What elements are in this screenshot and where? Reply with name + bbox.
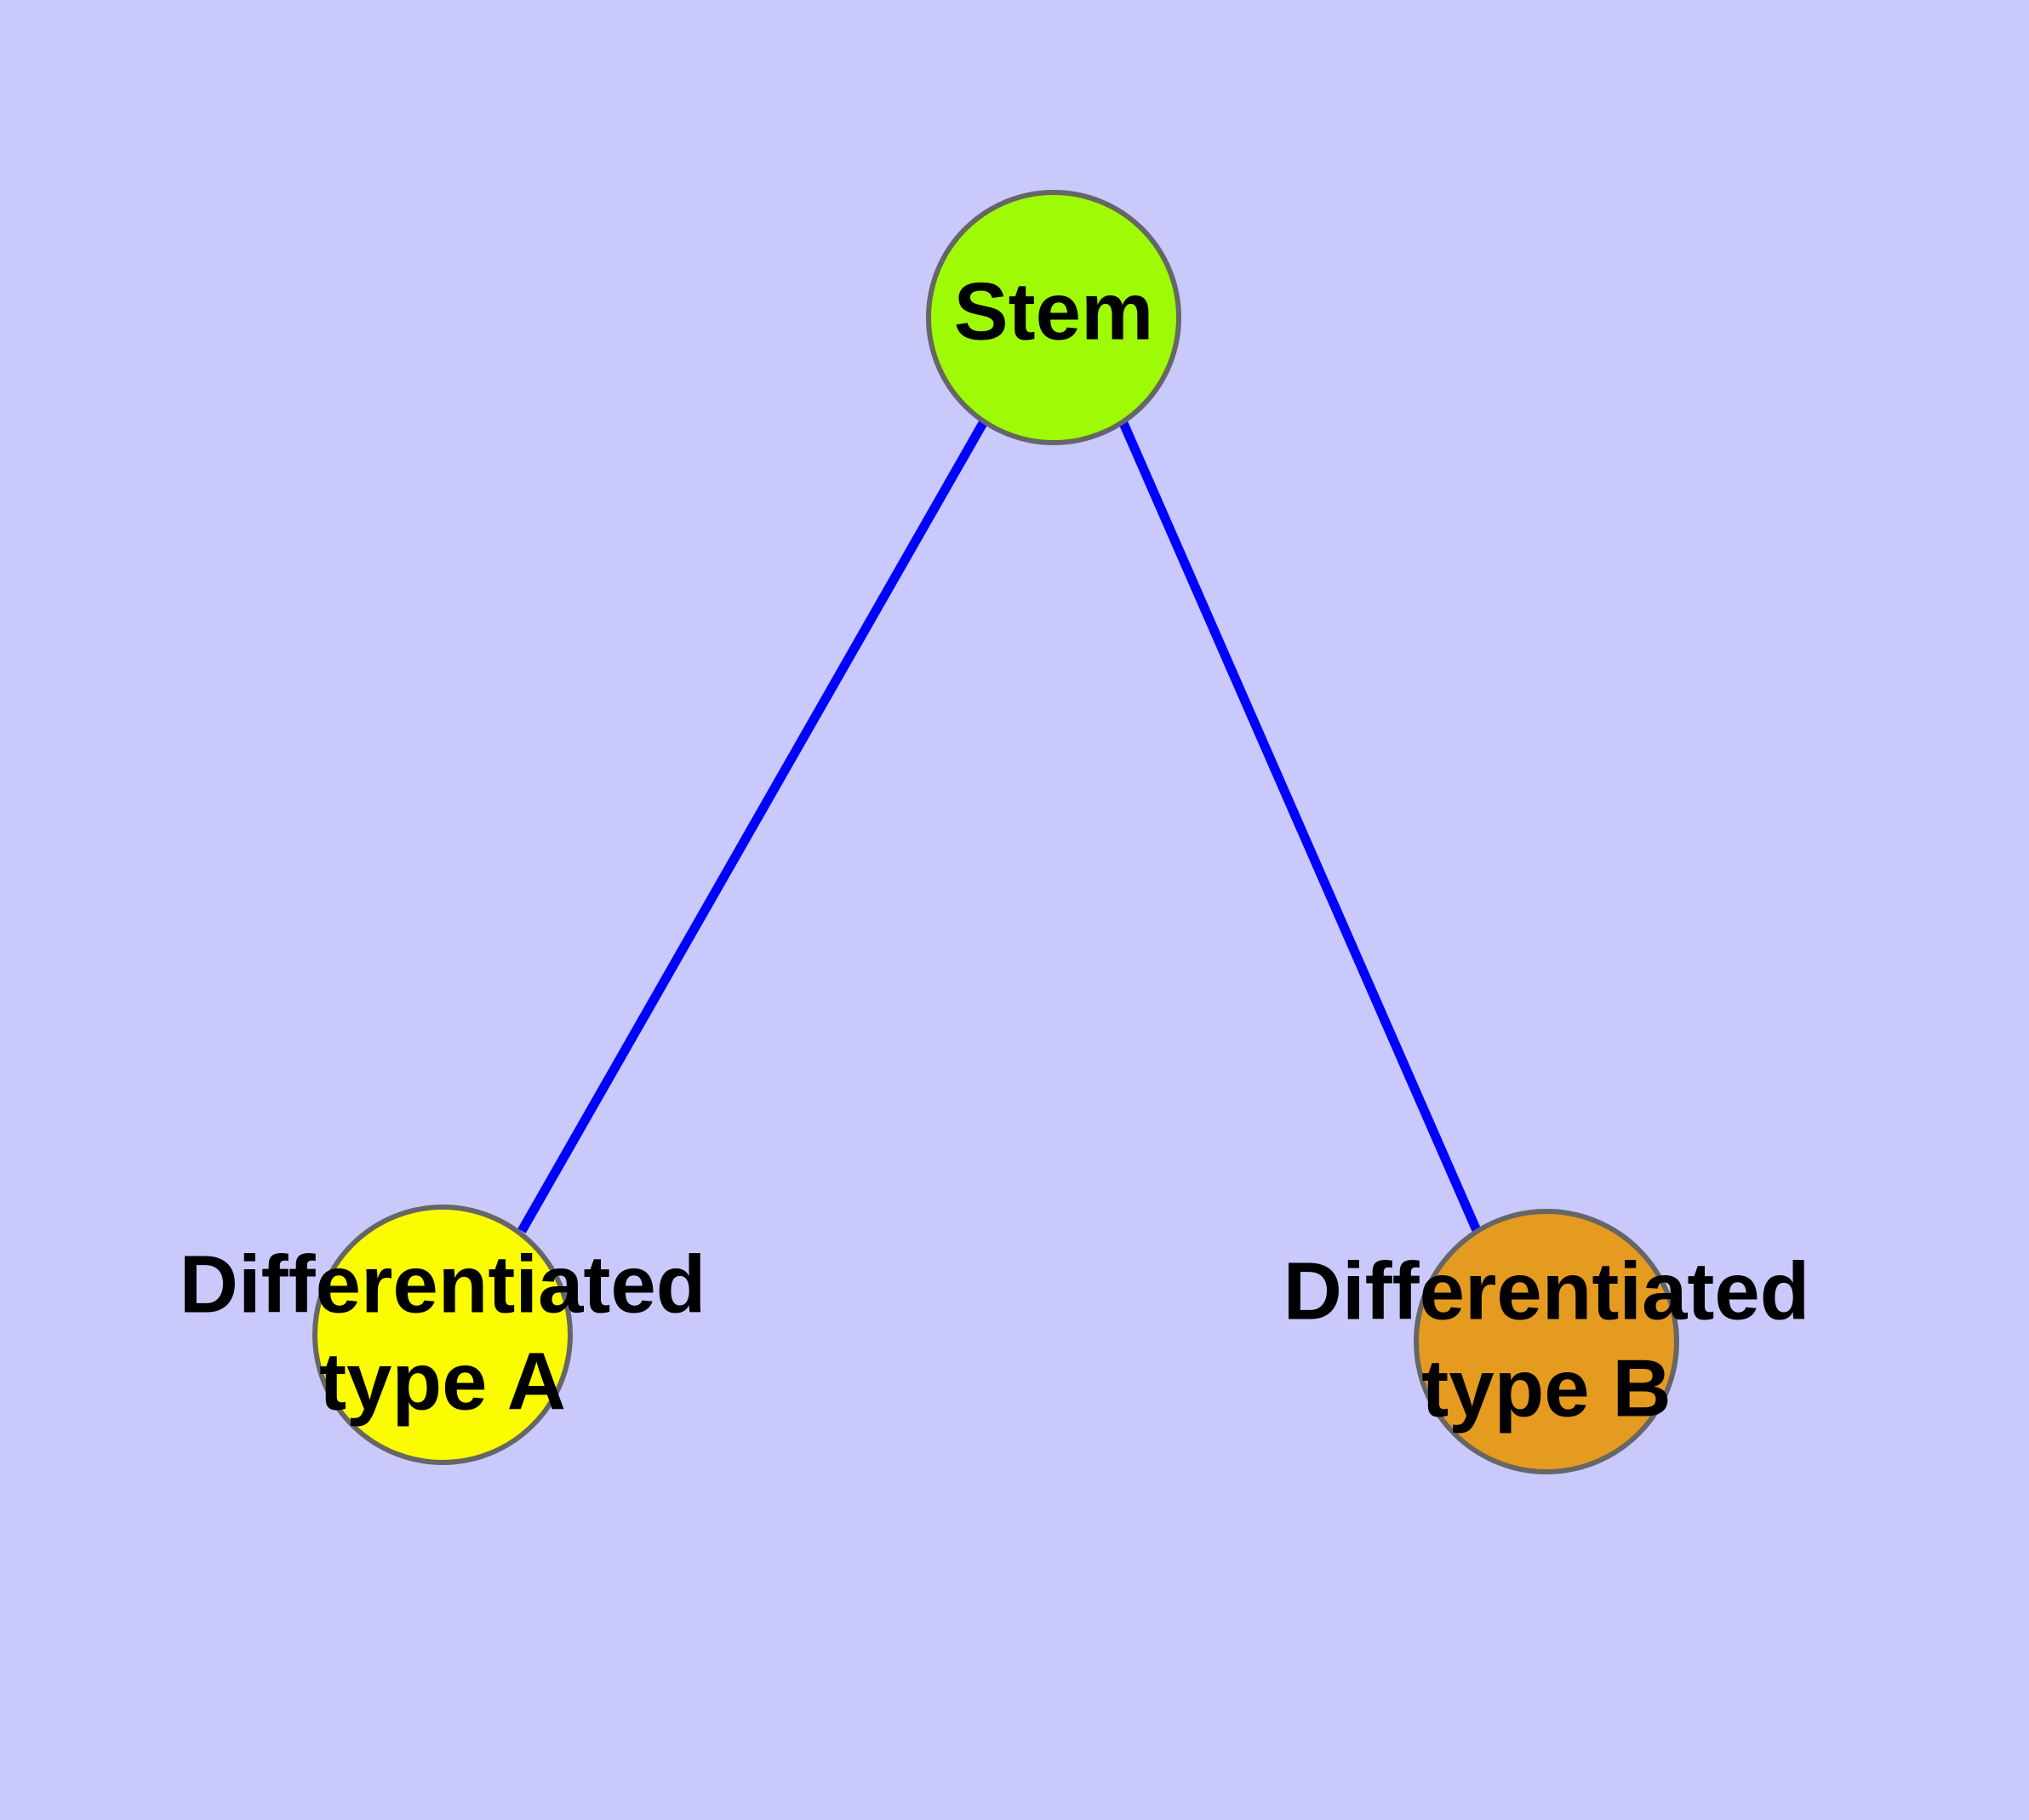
node-stem-label-line1: Stem: [954, 266, 1154, 357]
node-differentiated-type-b[interactable]: [1414, 1209, 1679, 1474]
edge-layer: [517, 421, 1483, 1237]
node-differentiated-type-b-label-line2: type B: [1421, 1342, 1671, 1434]
node-differentiated-type-a-circle[interactable]: [312, 1205, 573, 1465]
label-layer: Differentiated type A Differentiated typ…: [180, 1239, 1810, 1434]
node-differentiated-type-b-label-line1: Differentiated: [1283, 1245, 1810, 1336]
node-differentiated-type-a-label-line1: Differentiated: [180, 1239, 706, 1330]
node-stem[interactable]: Stem: [926, 190, 1181, 445]
edge-stem-to-differentiated-type-a[interactable]: [517, 421, 987, 1233]
node-differentiated-type-a-label-line2: type A: [319, 1336, 566, 1427]
node-stem-circle[interactable]: [926, 190, 1181, 445]
node-differentiated-type-a[interactable]: [312, 1205, 573, 1465]
node-layer: Stem: [312, 190, 1679, 1474]
edge-stem-to-differentiated-type-b[interactable]: [1118, 421, 1483, 1237]
node-differentiated-type-b-circle[interactable]: [1414, 1209, 1679, 1474]
